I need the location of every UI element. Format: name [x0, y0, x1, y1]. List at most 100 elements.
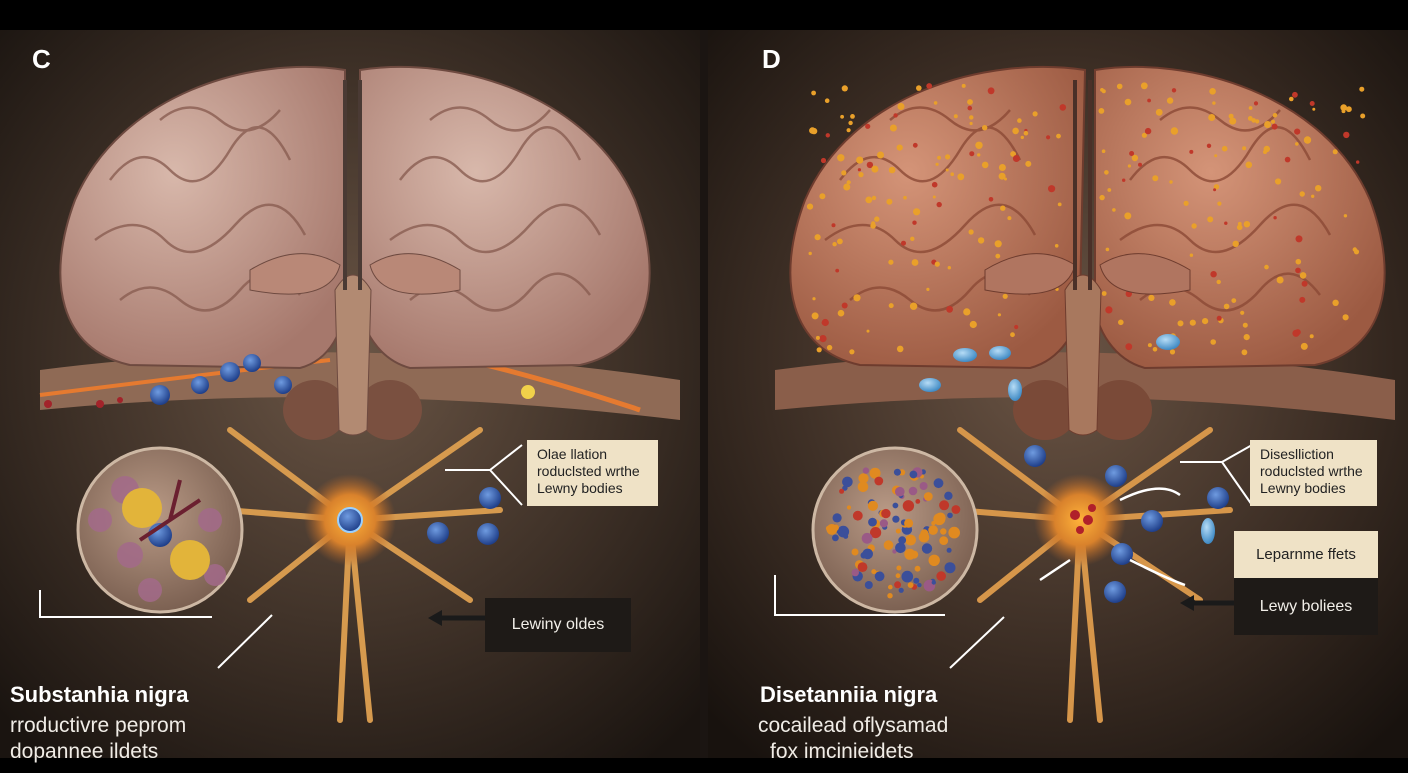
panel-d-callout-line-1: Diseslliction: [1260, 446, 1334, 462]
aggregate-dot: [1207, 216, 1214, 223]
lens-aggregate: [939, 536, 949, 545]
aggregate-dot: [1309, 334, 1314, 339]
aggregate-dot: [1289, 96, 1294, 102]
panel-c-cerebellum-left: [283, 380, 347, 440]
aggregate-dot: [1292, 91, 1298, 98]
aggregate-dot: [1010, 332, 1015, 338]
aggregate-dot: [1012, 127, 1019, 135]
aggregate-dot: [1311, 194, 1315, 198]
aggregate-dot: [1243, 334, 1250, 341]
aggregate-dot: [1224, 221, 1228, 225]
panel-c-letter: C: [32, 44, 51, 74]
panel-c-illustration: [39, 66, 680, 723]
aggregate-dot: [811, 312, 819, 320]
aggregate-dot: [812, 297, 816, 301]
aggregate-dot: [841, 170, 847, 176]
aggregate-dot: [977, 153, 981, 157]
lens-aggregate: [857, 481, 869, 493]
lens-aggregate: [861, 532, 873, 544]
aggregate-dot: [871, 221, 876, 226]
lens-aggregate: [895, 542, 906, 554]
lens-aggregate: [913, 577, 920, 584]
aggregate-dot: [1189, 319, 1196, 326]
aggregate-dot: [1152, 347, 1158, 352]
panel-c-caption-line-1: rroductivre peprom: [10, 714, 187, 737]
aggregate-dot: [1303, 136, 1312, 144]
aggregate-dot: [1272, 113, 1278, 118]
aggregate-dot: [826, 344, 833, 351]
aggregate-dot: [903, 195, 907, 200]
aggregate-dot: [848, 120, 853, 126]
lens-aggregate: [917, 582, 922, 588]
panel-d-caption-line-2: fox imcinieidets: [770, 740, 914, 763]
aggregate-dot: [1353, 249, 1360, 255]
panel-d-caption-line-1: cocailead oflysamad: [758, 714, 949, 737]
aggregate-dot: [1147, 343, 1152, 348]
aggregate-dot: [981, 161, 989, 169]
lens-aggregate: [909, 470, 918, 479]
aggregate-dot: [897, 103, 905, 110]
aggregate-dot: [975, 141, 983, 149]
aggregate-dot: [968, 229, 974, 235]
aggregate-dot: [1240, 310, 1245, 315]
lens-aggregate: [862, 467, 870, 474]
aggregate-dot: [1214, 154, 1218, 158]
aggregate-dot: [1343, 214, 1348, 218]
lens-aggregate: [843, 533, 849, 539]
lens-aggregate: [923, 492, 933, 501]
aggregate-dot: [963, 308, 971, 316]
aggregate-dot: [1301, 280, 1308, 287]
aggregate-dot: [1295, 235, 1303, 243]
aggregate-dot: [910, 236, 915, 241]
aggregate-dot: [1054, 244, 1059, 248]
aggregate-dot: [1251, 118, 1256, 123]
aggregate-dot: [850, 114, 855, 119]
aggregate-dot: [819, 335, 827, 343]
aggregate-dot: [1141, 132, 1147, 138]
aggregate-dot: [1191, 223, 1197, 229]
lens-aggregate: [857, 562, 868, 572]
lens-aggregate: [908, 486, 918, 496]
lens-aggregate: [858, 473, 869, 484]
panel-d-illustration: [774, 66, 1395, 723]
aggregate-dot: [1271, 119, 1275, 124]
aggregate-dot: [1216, 315, 1222, 321]
lens-aggregate: [839, 488, 845, 494]
aggregate-dot: [913, 208, 921, 216]
aggregate-dot: [1147, 98, 1151, 103]
aggregate-dot: [858, 172, 864, 178]
aggregate-dot: [1183, 200, 1189, 206]
aggregate-dot: [969, 121, 973, 126]
aggregate-dot: [1299, 191, 1305, 197]
aggregate-dot: [825, 133, 830, 138]
lens-aggregate: [921, 543, 933, 554]
aggregate-dot: [916, 85, 922, 91]
aggregate-dot: [931, 181, 938, 188]
aggregate-dot: [832, 242, 837, 247]
aggregate-dot: [877, 151, 884, 159]
aggregate-dot: [1129, 151, 1135, 156]
panel-c-callout-line-2: roduclsted wrthe: [537, 463, 640, 479]
lens-aggregate: [919, 482, 928, 490]
aggregate-dot: [888, 259, 894, 265]
aggregate-dot: [841, 85, 848, 92]
aggregate-dot: [865, 123, 871, 129]
lens-aggregate: [887, 593, 893, 599]
aggregate-dot: [874, 216, 880, 222]
aggregate-dot: [865, 196, 873, 204]
aggregate-dot: [1112, 208, 1116, 212]
aggregate-dot: [1131, 154, 1139, 162]
lens-aggregate: [852, 510, 863, 521]
aggregate-dot: [1236, 224, 1243, 231]
aggregate-dot: [926, 287, 930, 291]
lens-aggregate: [901, 570, 914, 583]
aggregate-dot: [1231, 298, 1237, 303]
aggregate-dot: [995, 253, 1001, 259]
aggregate-dot: [853, 294, 861, 302]
lens-aggregate: [946, 547, 952, 553]
panel-d-box-bottom: Lewy boliees: [1234, 578, 1378, 635]
aggregate-dot: [1340, 104, 1347, 111]
aggregate-dot: [1253, 101, 1259, 106]
